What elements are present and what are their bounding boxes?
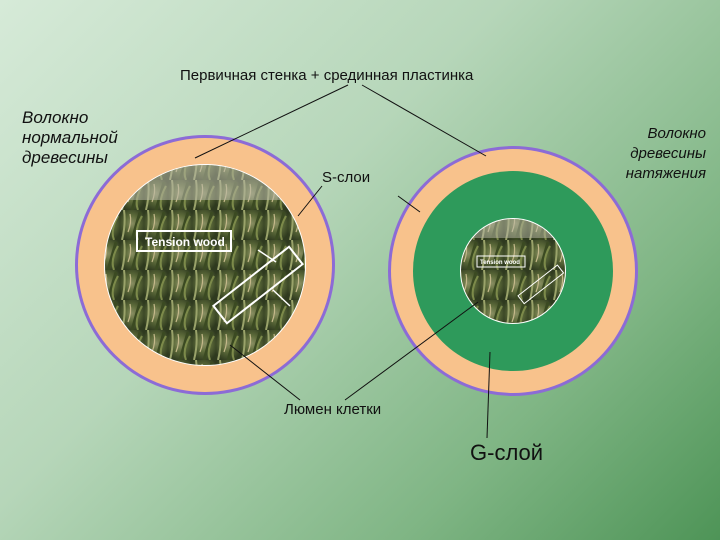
normal-wood-fiber-label: Волокно нормальной древесины xyxy=(22,108,118,168)
tension-fiber-line-1: Волокно xyxy=(647,125,707,142)
tension-wood-caption-small: Tension wood xyxy=(480,260,520,266)
leader-lines xyxy=(194,84,491,439)
tension-fiber-line-3: натяжения xyxy=(625,165,706,182)
normal-fiber-line-2: нормальной xyxy=(22,128,118,147)
tension-wood-caption: Tension wood xyxy=(145,235,225,249)
photo-arrow-2 xyxy=(257,249,277,263)
leader-primary-right xyxy=(361,84,487,157)
primary-wall-label: Первичная стенка + срединная пластинка xyxy=(180,67,474,84)
cell-lumen-label: Люмен клетки xyxy=(284,401,382,418)
leader-s-right xyxy=(397,195,421,213)
tension-wood-caption-box-small xyxy=(476,255,526,268)
leader-lumen-left xyxy=(229,344,301,401)
normal-fiber-line-1: Волокно xyxy=(22,108,89,127)
g-layer-label: G-слой xyxy=(470,440,544,465)
normal-fiber-line-3: древесины xyxy=(22,148,108,167)
normal-wood-fiber: Tension wood xyxy=(75,135,335,395)
photo-arrow-1 xyxy=(272,289,291,307)
leader-primary-left xyxy=(194,84,349,159)
tension-wood-caption-box xyxy=(136,230,232,252)
leader-g-layer xyxy=(486,351,491,439)
s-layers-label: S-слои xyxy=(322,169,371,186)
lumen-photo: Tension wood xyxy=(461,219,565,323)
tension-fiber-line-2: древесины xyxy=(630,145,706,162)
stem-frame xyxy=(211,245,305,325)
tension-wood-fiber-label: Волокно древесины натяжения xyxy=(626,124,706,184)
tension-wood-fiber: Tension wood xyxy=(388,146,638,396)
leader-lumen-right xyxy=(344,301,479,401)
leader-s-left xyxy=(297,185,323,217)
